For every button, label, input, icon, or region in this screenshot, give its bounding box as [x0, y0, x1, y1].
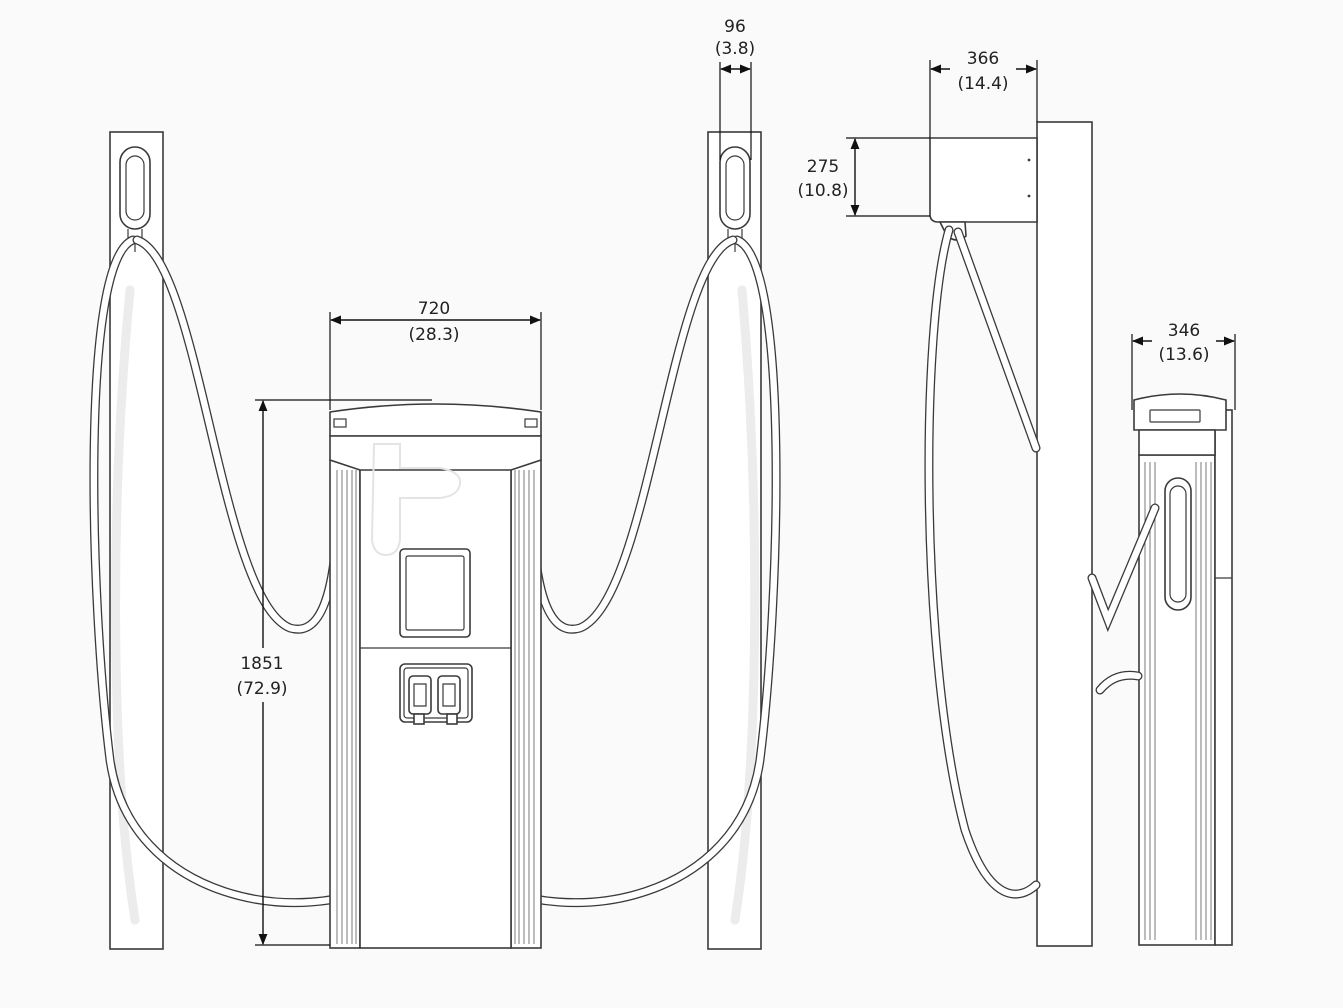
dim-unit-depth-in: (13.6): [1158, 345, 1209, 365]
dim-hanger-height: 275 (10.8): [796, 137, 930, 217]
dim-unit-width-mm: 720: [418, 299, 450, 319]
dim-hanger-depth: 366 (14.4): [929, 44, 1038, 138]
left-ribs: [336, 470, 357, 944]
dim-hanger-height-in: (10.8): [797, 181, 848, 201]
dim-unit-width: 720 (28.3): [329, 299, 542, 410]
dim-unit-height-in: (72.9): [236, 679, 287, 699]
dim-hanger-depth-in: (14.4): [957, 74, 1008, 94]
dim-hanger-depth-mm: 366: [967, 49, 999, 69]
dim-post-width-in: (3.8): [715, 39, 755, 59]
charger-front-unit: [329, 403, 542, 949]
dim-unit-width-in: (28.3): [408, 325, 459, 345]
dim-post-width: 96 (3.8): [715, 17, 755, 160]
dim-hanger-height-mm: 275: [807, 157, 839, 177]
left-post: [109, 131, 164, 950]
dim-unit-depth: 346 (13.6): [1131, 318, 1236, 410]
side-view-unit: [1087, 393, 1233, 946]
dim-unit-height-mm: 1851: [240, 654, 283, 674]
side-view-post: [924, 121, 1093, 947]
right-ribs: [514, 470, 535, 944]
dim-post-width-mm: 96: [724, 17, 746, 37]
dim-unit-depth-mm: 346: [1168, 321, 1200, 341]
dim-unit-height: 1851 (72.9): [228, 399, 432, 946]
